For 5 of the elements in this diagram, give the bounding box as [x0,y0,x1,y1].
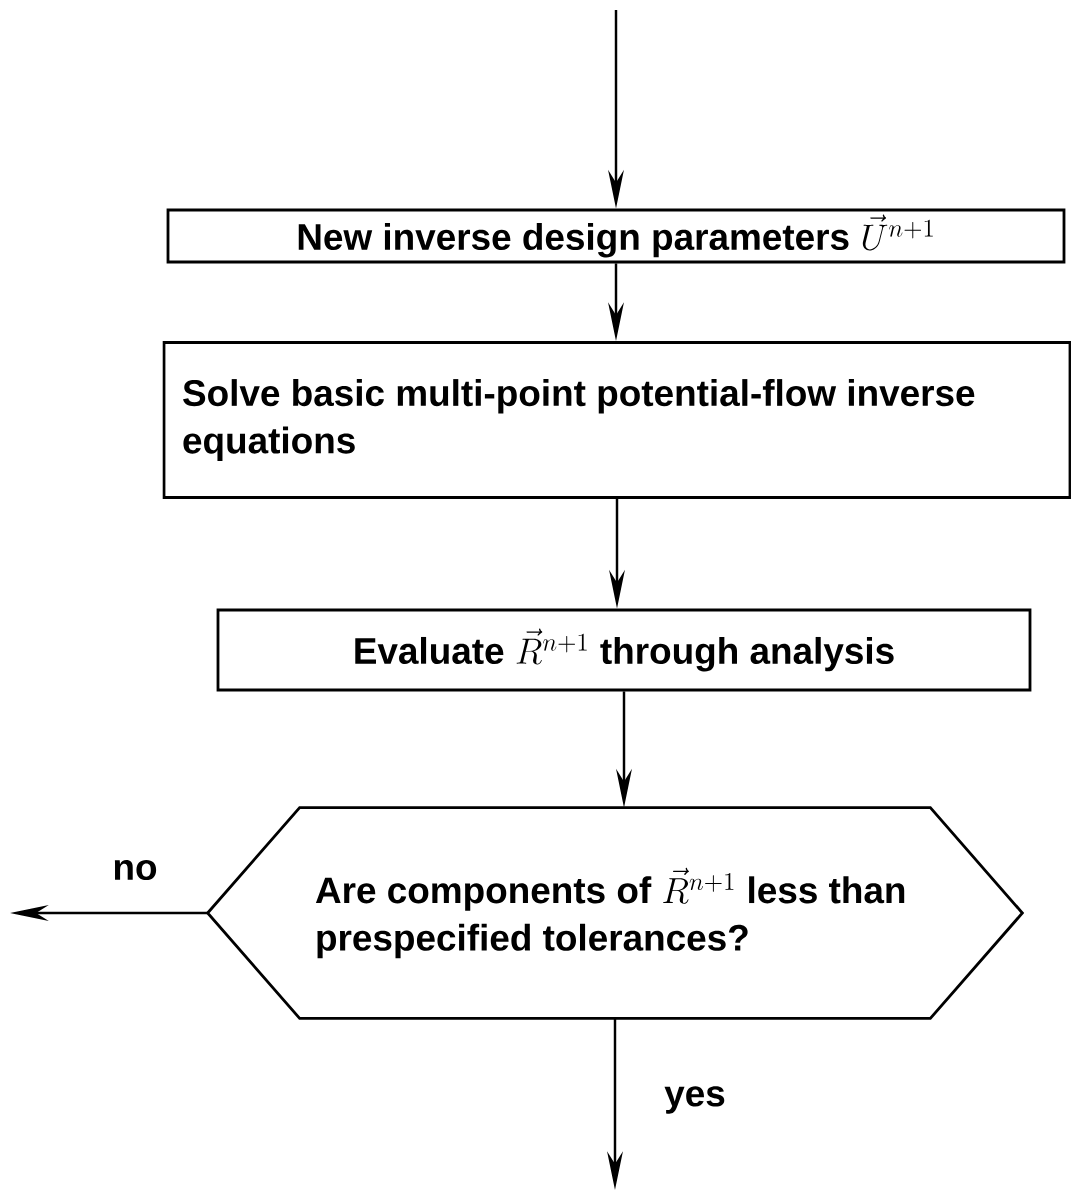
process-box: Evaluate $\vec{R}^{n+1}$ through analysis [216,608,1032,692]
edge-label: yes [664,1086,725,1114]
edge-label: no [114,859,157,881]
process-box: New inverse design parameters $\vec{U}^{n+1}$ [166,208,1066,264]
process-box: Solve basic multi-point potential-flow inverse equations [162,341,1071,499]
